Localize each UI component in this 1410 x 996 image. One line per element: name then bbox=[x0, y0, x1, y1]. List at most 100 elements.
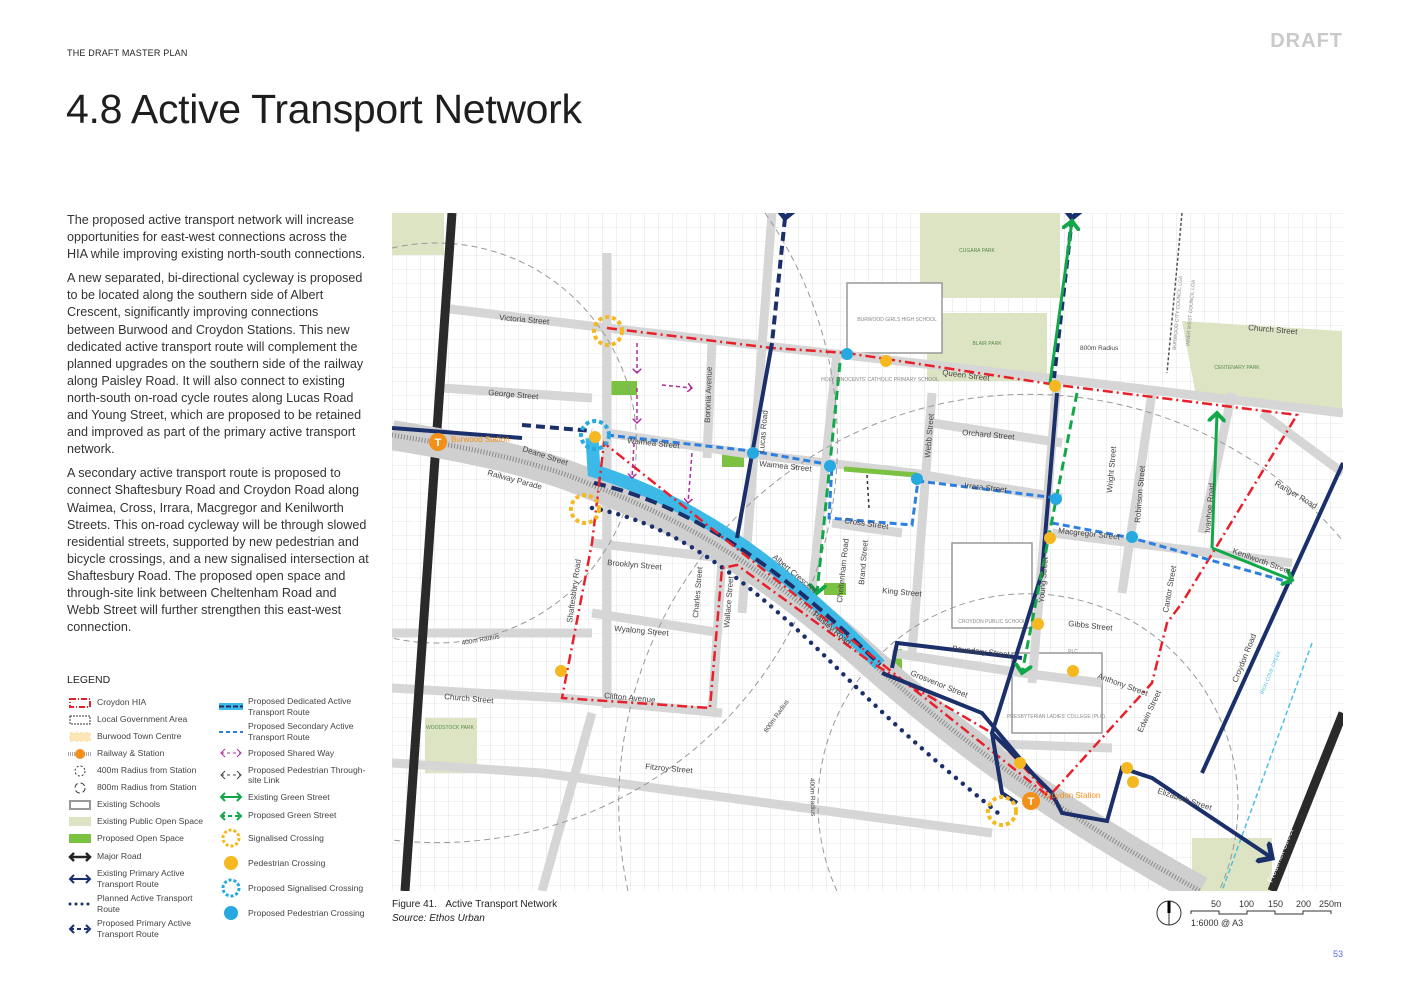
signalised-crossings bbox=[569, 315, 1018, 827]
svg-text:Fitzroy Street: Fitzroy Street bbox=[645, 762, 694, 775]
svg-text:Ivanhoe Road: Ivanhoe Road bbox=[1203, 483, 1216, 533]
svg-text:Church Street: Church Street bbox=[444, 692, 495, 705]
svg-text:CENTENARY PARK: CENTENARY PARK bbox=[1214, 365, 1260, 371]
secondary-route-icon bbox=[218, 725, 244, 739]
planned-route-dots-icon bbox=[67, 897, 93, 911]
dedicated-route-icon bbox=[218, 700, 244, 714]
svg-text:CUGARA PARK: CUGARA PARK bbox=[959, 248, 995, 254]
town-centre-swatch-icon bbox=[67, 730, 93, 744]
page-number: 53 bbox=[1332, 949, 1343, 959]
radius-rings bbox=[392, 213, 1343, 891]
svg-text:WOODSTOCK PARK: WOODSTOCK PARK bbox=[426, 725, 475, 731]
railway-track bbox=[392, 432, 1202, 891]
legend-label: Proposed Green Street bbox=[248, 810, 337, 821]
svg-text:800m Radius: 800m Radius bbox=[1080, 345, 1119, 352]
svg-text:Lucas Road: Lucas Road bbox=[757, 410, 770, 453]
scale-line bbox=[1190, 910, 1332, 915]
legend-label: Proposed Pedestrian Crossing bbox=[248, 907, 365, 918]
svg-text:BLAIR PARK: BLAIR PARK bbox=[972, 341, 1002, 347]
pedestrian-crossing-icon bbox=[218, 856, 244, 870]
existing-primary-arrow-icon bbox=[67, 872, 93, 886]
legend-label: Pedestrian Crossing bbox=[248, 857, 326, 868]
scale-bar: 50 100 150 200 250m 1:6000 @ A3 bbox=[1155, 898, 1345, 938]
svg-text:Boronia Avenue: Boronia Avenue bbox=[703, 366, 714, 423]
paragraph: A secondary active transport route is pr… bbox=[67, 466, 369, 635]
legend-label: Existing Schools bbox=[97, 799, 161, 810]
svg-text:PRESBYTERIAN LADIES' COLLEGE (: PRESBYTERIAN LADIES' COLLEGE (PLC) bbox=[1007, 714, 1106, 720]
legend-label: Proposed Shared Way bbox=[248, 747, 335, 758]
svg-text:Wright Street: Wright Street bbox=[1105, 445, 1118, 493]
pedestrian-crossings bbox=[555, 355, 1139, 788]
radius-800-icon bbox=[67, 781, 93, 795]
paragraph: A new separated, bi-directional cycleway… bbox=[67, 271, 364, 457]
proposed-open-swatch-icon bbox=[67, 832, 93, 846]
svg-text:Victoria Street: Victoria Street bbox=[499, 313, 550, 326]
svg-text:PLC: PLC bbox=[1068, 649, 1078, 655]
scale-tick: 50 bbox=[1211, 899, 1222, 909]
section-header: THE DRAFT MASTER PLAN bbox=[67, 48, 188, 58]
legend-right: Proposed Dedicated Active Transport Rout… bbox=[218, 694, 378, 925]
draft-watermark: DRAFT bbox=[1270, 30, 1343, 52]
paragraph: The proposed active transport network wi… bbox=[67, 213, 366, 262]
legend-title: LEGEND bbox=[67, 674, 111, 686]
radius-400-icon bbox=[67, 764, 93, 778]
body-text: The proposed active transport network wi… bbox=[67, 212, 369, 643]
figure-source: Source: Ethos Urban bbox=[392, 913, 485, 924]
lga-boundary bbox=[1166, 213, 1183, 374]
svg-text:George Street: George Street bbox=[488, 388, 540, 401]
legend-label: Burwood Town Centre bbox=[97, 731, 182, 742]
croydon-hia-boundary bbox=[560, 326, 1300, 804]
signalised-crossing-icon bbox=[218, 828, 244, 848]
scale-tick: 250m bbox=[1319, 899, 1342, 909]
shared-way-arrow-icon bbox=[218, 746, 244, 760]
svg-text:CROYDON PUBLIC SCHOOL: CROYDON PUBLIC SCHOOL bbox=[958, 619, 1026, 625]
svg-text:Brand Street: Brand Street bbox=[857, 539, 870, 585]
school-swatch-icon bbox=[67, 798, 93, 812]
major-road-arrow-icon bbox=[67, 850, 93, 864]
legend-label: Local Government Area bbox=[97, 714, 188, 725]
shared-ways bbox=[632, 343, 692, 503]
hia-swatch-icon bbox=[67, 696, 93, 710]
proposed-green-street-icon bbox=[218, 809, 244, 823]
legend-label: 400m Radius from Station bbox=[97, 765, 197, 776]
figure-caption: Figure 41. Active Transport Network Sour… bbox=[392, 898, 557, 926]
legend-label: Railway & Station bbox=[97, 748, 165, 759]
legend-label: Proposed Dedicated Active Transport Rout… bbox=[248, 696, 352, 717]
legend-label: Proposed Secondary Active Transport Rout… bbox=[248, 721, 354, 742]
station-icon: T bbox=[435, 437, 442, 449]
scale-tick: 200 bbox=[1296, 899, 1312, 909]
svg-text:Young Street: Young Street bbox=[1037, 556, 1050, 603]
legend-label: Existing Public Open Space bbox=[97, 816, 204, 827]
active-transport-map: T Burwood Station T Croydon Station Vict… bbox=[392, 213, 1343, 891]
legend-label: Proposed Open Space bbox=[97, 833, 184, 844]
through-site-link-icon bbox=[218, 768, 244, 782]
svg-text:INNER WEST COUNCIL LGA: INNER WEST COUNCIL LGA bbox=[1185, 279, 1197, 346]
svg-text:King Street: King Street bbox=[882, 586, 923, 598]
scale-ratio: 1:6000 @ A3 bbox=[1191, 918, 1244, 928]
legend-label: Existing Green Street bbox=[248, 791, 330, 802]
planned-route bbox=[589, 505, 1001, 816]
major-road bbox=[1267, 711, 1343, 891]
station-icon: T bbox=[1028, 796, 1035, 808]
burwood-station: T Burwood Station bbox=[429, 433, 510, 451]
proposed-signalised-crossing bbox=[579, 419, 611, 451]
figure-number: Figure 41. bbox=[392, 899, 438, 910]
green-streets bbox=[817, 221, 1292, 673]
railway-station-icon bbox=[67, 747, 93, 761]
legend-label: Existing Primary Active Transport Route bbox=[97, 868, 185, 889]
svg-text:BURWOOD GIRLS HIGH SCHOOL: BURWOOD GIRLS HIGH SCHOOL bbox=[857, 317, 937, 323]
proposed-pedestrian-crossing-icon bbox=[218, 906, 244, 920]
legend-label: Croydon HIA bbox=[97, 697, 147, 708]
legend-label: Signalised Crossing bbox=[248, 832, 324, 843]
page-title: 4.8 Active Transport Network bbox=[66, 86, 582, 132]
proposed-signalised-crossing-icon bbox=[218, 878, 244, 898]
proposed-primary-routes bbox=[521, 218, 1072, 433]
creek bbox=[1221, 642, 1313, 891]
station-label: Burwood Station bbox=[451, 435, 510, 444]
proposed-open-space bbox=[607, 381, 902, 669]
scale-tick: 100 bbox=[1239, 899, 1255, 909]
svg-text:Church Street: Church Street bbox=[1248, 323, 1299, 336]
north-arrow-icon bbox=[1156, 900, 1182, 926]
legend-label: Proposed Signalised Crossing bbox=[248, 882, 364, 893]
legend-label: Proposed Primary Active Transport Route bbox=[97, 918, 192, 939]
